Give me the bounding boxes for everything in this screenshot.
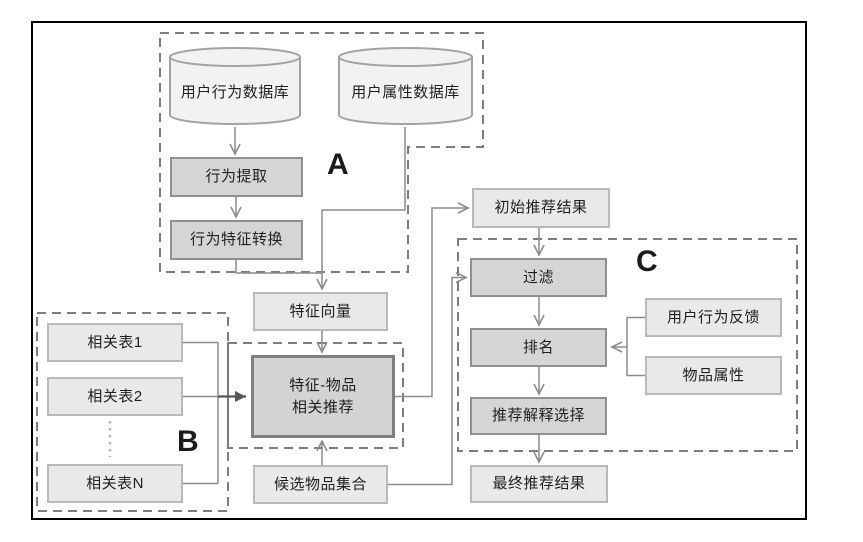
conn-transform-merge xyxy=(235,260,322,274)
node-final-results: 最终推荐结果 xyxy=(470,465,608,503)
database-cylinder-icon xyxy=(338,47,473,125)
node-filter: 过滤 xyxy=(470,258,607,297)
node-item-attributes: 物品属性 xyxy=(645,356,782,395)
node-user-attribute-db: 用户属性数据库 xyxy=(337,46,474,126)
node-feature-vector: 特征向量 xyxy=(253,292,388,331)
node-behavior-extraction: 行为提取 xyxy=(170,157,303,197)
node-correlation-table-2: 相关表2 xyxy=(47,377,183,416)
region-label-b: B xyxy=(177,425,199,458)
node-explanation-selection: 推荐解释选择 xyxy=(470,397,607,435)
node-correlation-table-n: 相关表N xyxy=(47,464,183,503)
conn-candidate-to-filter xyxy=(388,271,468,486)
region-c-outline xyxy=(457,238,798,452)
node-user-behavior-db: 用户行为数据库 xyxy=(168,46,302,126)
node-candidate-item-set: 候选物品集合 xyxy=(253,465,388,504)
region-label-c: C xyxy=(636,245,658,278)
node-label: 用户属性数据库 xyxy=(351,83,460,101)
node-ranking: 排名 xyxy=(470,328,607,367)
conn-attrdb-to-featurevector xyxy=(316,127,406,291)
node-behavior-feature-transform: 行为特征转换 xyxy=(170,220,303,260)
node-label: 用户行为数据库 xyxy=(180,83,290,101)
region-label-a: A xyxy=(327,148,349,181)
node-correlation-table-1: 相关表1 xyxy=(47,323,183,362)
node-user-behavior-feedback: 用户行为反馈 xyxy=(645,298,782,337)
node-feature-item-recommend: 特征-物品 相关推荐 xyxy=(251,355,395,438)
database-cylinder-icon xyxy=(169,47,301,125)
node-initial-results: 初始推荐结果 xyxy=(472,188,610,228)
region-a-outline xyxy=(159,32,484,273)
conn-feedback-bracket xyxy=(626,316,645,377)
conn-recommend-to-initial xyxy=(395,202,470,398)
region-b-outline xyxy=(36,312,229,512)
